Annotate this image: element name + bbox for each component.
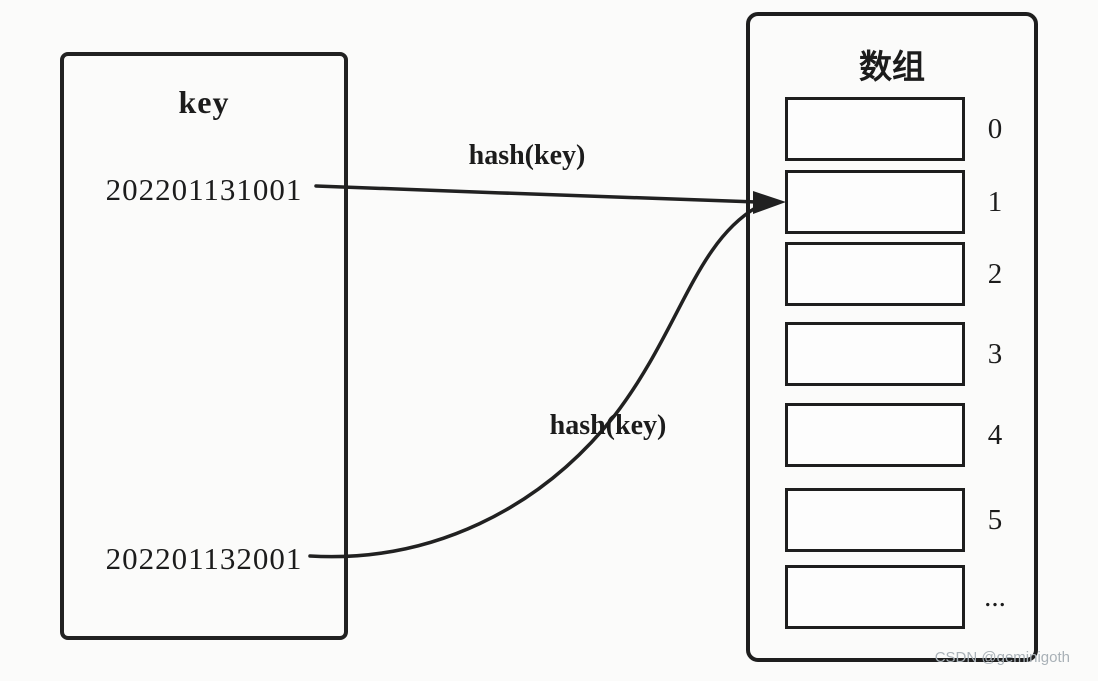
slot-index-5: 5 — [987, 504, 1003, 536]
key-box: key 202201131001 202201132001 — [60, 52, 348, 640]
hash-label-2: hash(key) — [549, 410, 667, 441]
array-slot-2 — [785, 242, 965, 306]
slot-index-2: 2 — [987, 258, 1003, 290]
slot-index-4: 4 — [987, 419, 1003, 451]
array-box-title: 数组 — [859, 50, 925, 86]
arrow-key1-to-slot1 — [314, 184, 759, 204]
slot-index-ellipsis: ... — [984, 581, 1006, 613]
array-slot-5 — [785, 488, 965, 552]
key-value-1: 202201131001 — [105, 172, 303, 207]
watermark: CSDN @geminigoth — [934, 649, 1070, 666]
array-slot-1 — [785, 170, 965, 234]
slot-index-3: 3 — [987, 338, 1003, 370]
array-box: 数组 0 1 2 3 4 5 ... — [746, 12, 1038, 662]
arrow-key2-to-slot1 — [308, 205, 759, 559]
array-slot-3 — [785, 322, 965, 386]
key-box-title: key — [178, 84, 230, 120]
hash-label-1: hash(key) — [468, 140, 586, 171]
array-slot-4 — [785, 403, 965, 467]
key-value-2: 202201132001 — [105, 541, 303, 576]
slot-index-0: 0 — [987, 113, 1003, 145]
array-slot-0 — [785, 97, 965, 161]
array-slot-ellipsis — [785, 565, 965, 629]
slot-index-1: 1 — [987, 186, 1003, 218]
